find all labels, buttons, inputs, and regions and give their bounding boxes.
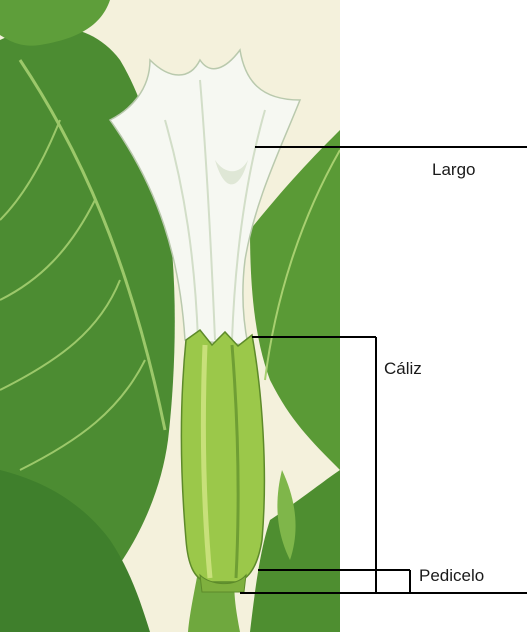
label-pedicelo: Pedicelo — [419, 566, 484, 586]
label-caliz: Cáliz — [384, 359, 422, 379]
label-largo: Largo — [432, 160, 475, 180]
